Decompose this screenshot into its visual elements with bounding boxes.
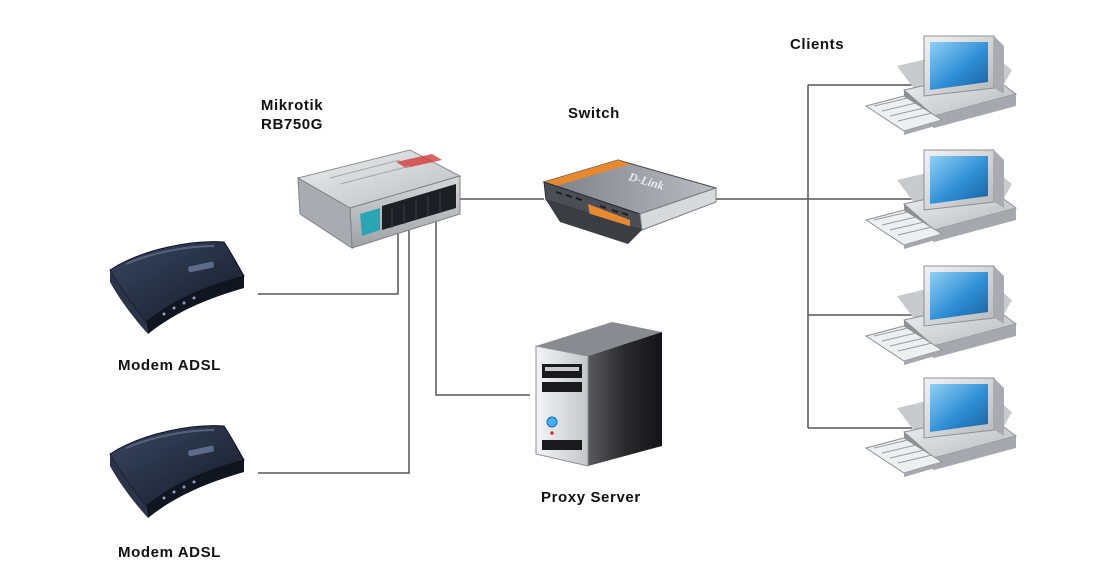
proxy-server-label: Proxy Server	[541, 489, 641, 506]
modem-icon	[109, 424, 245, 519]
modem-label-1: Modem ADSL	[118, 357, 221, 374]
switch-icon: D-Link	[542, 159, 718, 244]
router-label: Mikrotik RB750G	[247, 96, 337, 134]
server-icon	[535, 322, 662, 467]
link-modem2-router	[258, 228, 410, 474]
router-label-line1: Mikrotik	[260, 97, 324, 114]
link-modem1-router	[258, 232, 399, 295]
router-label-line2: RB750G	[261, 116, 323, 133]
router-icon	[296, 149, 462, 249]
clients-label: Clients	[790, 36, 845, 53]
links	[258, 84, 912, 474]
modem-icon	[109, 240, 245, 335]
modem-label-2: Modem ADSL	[118, 544, 221, 561]
link-router-proxy	[435, 222, 530, 396]
switch-label: Switch	[568, 105, 620, 122]
